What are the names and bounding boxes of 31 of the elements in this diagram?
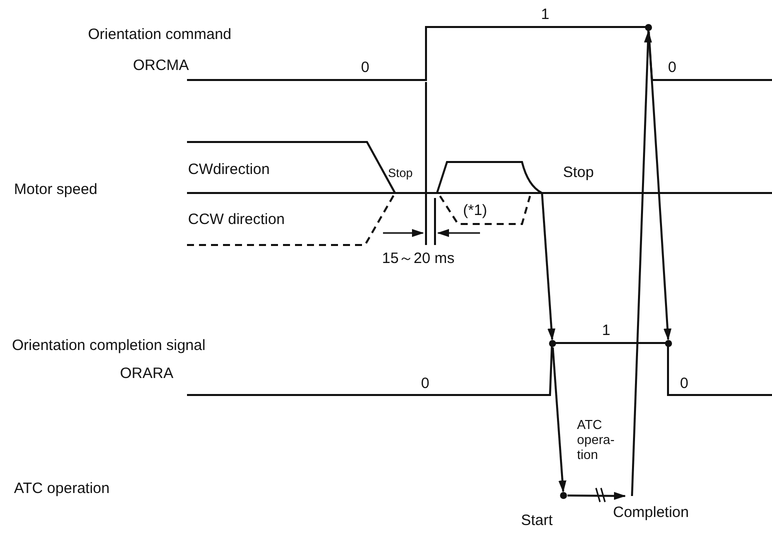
signal-name: Motor speed <box>14 181 98 198</box>
level-value: 0 <box>421 375 430 392</box>
event-dot <box>645 24 652 31</box>
level-value: 0 <box>668 59 676 76</box>
signal-name: Orientation command <box>88 26 232 43</box>
event-dot <box>665 340 672 347</box>
event-label: Completion <box>613 496 689 521</box>
direction-label: CWdirection <box>188 161 270 178</box>
signal-name: ATC operation <box>14 480 110 497</box>
direction-label: CCW direction <box>188 211 285 228</box>
cw-speed-waveform <box>436 161 542 194</box>
event-dot <box>549 340 556 347</box>
arrow <box>631 30 652 496</box>
state-label: Stop <box>388 166 413 180</box>
level-value: 0 <box>680 375 688 392</box>
phase-label: ATC opera- tion <box>577 417 613 462</box>
note-mark: (*1) <box>463 202 488 219</box>
state-label: Stop <box>563 164 594 181</box>
arrow <box>648 31 672 340</box>
arrow <box>541 192 556 340</box>
level-value: 1 <box>602 322 610 339</box>
event-label: Start <box>521 512 553 529</box>
signal-name: Orientation completion signal <box>12 337 206 354</box>
level-value: 0 <box>361 59 370 76</box>
arrow <box>567 492 626 500</box>
signal-name: ORCMA <box>133 57 189 74</box>
time-label: 15～20 ms <box>382 250 455 267</box>
signal-name: ORARA <box>120 365 174 382</box>
arrow <box>552 347 566 492</box>
event-dot <box>560 492 567 499</box>
level-value: 1 <box>541 6 550 23</box>
